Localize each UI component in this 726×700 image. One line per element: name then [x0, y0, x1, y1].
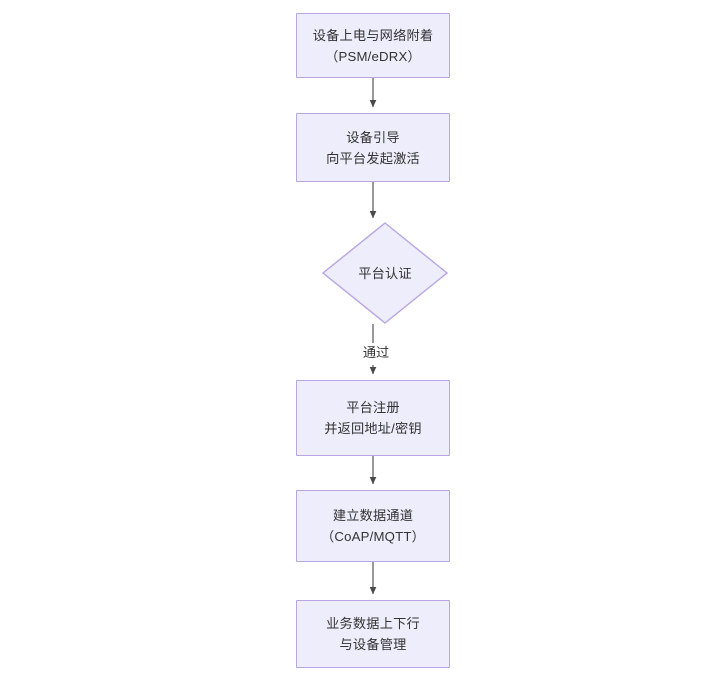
- edge-label-pass: 通过: [357, 343, 395, 365]
- flow-node-label: 设备引导 向平台发起激活: [326, 129, 420, 166]
- flow-node-platform-auth-decision[interactable]: 平台认证: [322, 222, 448, 324]
- flow-node-label: 平台认证: [358, 265, 412, 281]
- flow-node-label: 设备上电与网络附着 （PSM/eDRX）: [312, 27, 434, 64]
- flow-node-device-power-on[interactable]: 设备上电与网络附着 （PSM/eDRX）: [296, 13, 450, 78]
- flow-node-device-bootstrap[interactable]: 设备引导 向平台发起激活: [296, 113, 450, 182]
- diamond-shape-icon: [322, 222, 448, 324]
- flow-node-label: 业务数据上下行 与设备管理: [326, 616, 420, 652]
- flow-node-platform-register[interactable]: 平台注册 并返回地址/密钥: [296, 380, 450, 456]
- flow-node-establish-data-channel[interactable]: 建立数据通道 （CoAP/MQTT）: [296, 490, 450, 562]
- flow-node-label: 平台注册 并返回地址/密钥: [324, 400, 422, 436]
- flow-node-label: 建立数据通道 （CoAP/MQTT）: [320, 508, 426, 544]
- flow-node-business-data-and-device-management[interactable]: 业务数据上下行 与设备管理: [296, 600, 450, 668]
